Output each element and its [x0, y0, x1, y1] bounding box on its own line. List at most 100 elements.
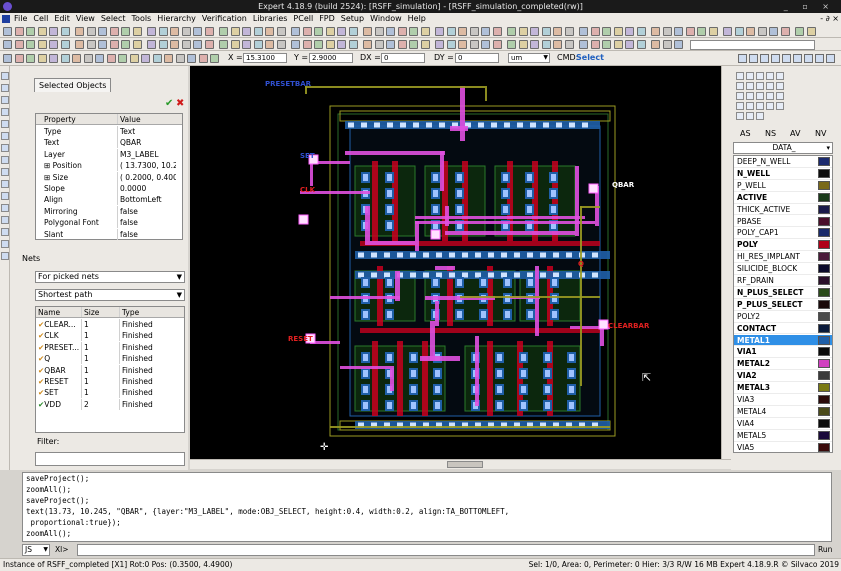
- toolbar-search-combo[interactable]: [690, 40, 815, 50]
- toolbar-tool-icon[interactable]: [302, 40, 312, 49]
- toolbar-tool-icon[interactable]: [386, 27, 395, 36]
- toolbar-tool-icon[interactable]: [348, 27, 358, 36]
- toolbar-tool-icon[interactable]: [98, 27, 107, 36]
- toolbar-tool-icon[interactable]: [314, 40, 323, 49]
- toolbar-tool-icon[interactable]: [806, 27, 816, 36]
- shape-tool-icon[interactable]: [756, 72, 764, 80]
- toolbar-tool-icon[interactable]: [147, 40, 156, 49]
- toolbar-tool-icon[interactable]: [193, 40, 202, 49]
- toolbar-tool-icon[interactable]: [3, 27, 12, 36]
- nets-filter-select[interactable]: For picked nets▼: [35, 271, 185, 283]
- layer-swatch[interactable]: [818, 299, 830, 309]
- toolbar-tool-icon[interactable]: [564, 40, 574, 49]
- toolbar-tool-icon[interactable]: [363, 40, 372, 49]
- toolbar-tool-icon[interactable]: [553, 40, 562, 49]
- panel-tool-icon[interactable]: [815, 54, 824, 63]
- layer-swatch[interactable]: [818, 216, 830, 226]
- layer-item[interactable]: VIA2: [734, 370, 832, 383]
- command-input[interactable]: [77, 544, 815, 556]
- layer-swatch[interactable]: [818, 157, 830, 166]
- toolbar-tool-icon[interactable]: [219, 27, 228, 36]
- side-tool-icon[interactable]: [1, 120, 9, 128]
- layer-swatch[interactable]: [818, 192, 830, 202]
- side-tool-icon[interactable]: [1, 156, 9, 164]
- property-value[interactable]: QBAR: [120, 138, 142, 148]
- toolbar-tool-icon[interactable]: [121, 40, 130, 49]
- menu-hierarchy[interactable]: Hierarchy: [157, 14, 196, 23]
- net-label[interactable]: PRESETBAR: [265, 80, 312, 88]
- canvas-vertical-scrollbar[interactable]: [721, 66, 731, 459]
- toolbar-tool-icon[interactable]: [83, 54, 93, 63]
- panel-tool-icon[interactable]: [793, 54, 802, 63]
- toolbar-tool-icon[interactable]: [337, 27, 346, 36]
- toolbar-tool-icon[interactable]: [746, 27, 755, 36]
- toolbar-tool-icon[interactable]: [458, 27, 467, 36]
- property-value[interactable]: ( 0.2000, 0.400...: [120, 172, 176, 182]
- toolbar-tool-icon[interactable]: [757, 27, 767, 36]
- layer-swatch[interactable]: [818, 395, 830, 404]
- toolbar-tool-icon[interactable]: [397, 27, 407, 36]
- shape-tool-icon[interactable]: [756, 112, 764, 120]
- layer-item[interactable]: POLY_CAP1: [734, 227, 832, 240]
- toolbar-tool-icon[interactable]: [129, 54, 139, 63]
- toolbar-tool-icon[interactable]: [204, 27, 214, 36]
- toolbar-tool-icon[interactable]: [3, 54, 12, 63]
- toolbar-tool-icon[interactable]: [187, 54, 196, 63]
- layer-item[interactable]: VIA5: [734, 442, 832, 452]
- shape-tool-icon[interactable]: [756, 102, 764, 110]
- layer-swatch[interactable]: [818, 418, 830, 428]
- toolbar-tool-icon[interactable]: [49, 54, 58, 63]
- window-controls[interactable]: _ ▫ ×: [783, 2, 835, 11]
- y-field[interactable]: 2.9000: [309, 53, 353, 63]
- toolbar-tool-icon[interactable]: [291, 27, 300, 36]
- shape-tool-icon[interactable]: [746, 112, 754, 120]
- script-console[interactable]: saveProject();zoomAll();saveProject();te…: [22, 472, 832, 542]
- layer-swatch[interactable]: [818, 347, 830, 357]
- toolbar-tool-icon[interactable]: [602, 40, 611, 49]
- panel-tool-icon[interactable]: [826, 54, 835, 63]
- net-label[interactable]: CLK: [300, 186, 316, 194]
- layer-swatch[interactable]: [818, 180, 830, 190]
- layer-swatch[interactable]: [818, 323, 830, 333]
- layer-tab[interactable]: AS: [740, 129, 751, 138]
- toolbar-tool-icon[interactable]: [219, 40, 228, 49]
- toolbar-tool-icon[interactable]: [164, 54, 173, 63]
- side-tool-icon[interactable]: [1, 192, 9, 200]
- layer-item[interactable]: METAL4: [734, 406, 832, 418]
- palette-select[interactable]: DATA_▾: [733, 142, 833, 154]
- toolbar-tool-icon[interactable]: [193, 27, 202, 36]
- layer-swatch[interactable]: [818, 335, 830, 345]
- toolbar-tool-icon[interactable]: [674, 40, 683, 49]
- toolbar-tool-icon[interactable]: [363, 27, 372, 36]
- toolbar-tool-icon[interactable]: [210, 54, 219, 63]
- language-select[interactable]: JS▼: [22, 544, 50, 556]
- toolbar-tool-icon[interactable]: [152, 54, 162, 63]
- toolbar-tool-icon[interactable]: [409, 27, 418, 36]
- toolbar-tool-icon[interactable]: [579, 27, 588, 36]
- property-row[interactable]: ⊞ Position( 13.7300, 10.2...: [36, 160, 182, 172]
- menu-view[interactable]: View: [75, 14, 95, 23]
- net-label[interactable]: SET: [300, 152, 315, 160]
- menu-help[interactable]: Help: [407, 14, 426, 23]
- toolbar-tool-icon[interactable]: [708, 27, 718, 36]
- toolbar-tool-icon[interactable]: [14, 27, 24, 36]
- toolbar-tool-icon[interactable]: [106, 54, 116, 63]
- shape-tool-icon[interactable]: [766, 102, 774, 110]
- toolbar-tool-icon[interactable]: [409, 40, 418, 49]
- canvas-horizontal-scrollbar[interactable]: [190, 459, 731, 469]
- toolbar-tool-icon[interactable]: [314, 27, 323, 36]
- toolbar-tool-icon[interactable]: [253, 40, 263, 49]
- toolbar-tool-icon[interactable]: [109, 27, 119, 36]
- path-mode-select[interactable]: Shortest path▼: [35, 289, 185, 301]
- side-tool-icon[interactable]: [1, 240, 9, 248]
- property-row[interactable]: ⊞ Size( 0.2000, 0.400...: [36, 171, 182, 183]
- toolbar-tool-icon[interactable]: [26, 54, 35, 63]
- property-value[interactable]: false: [120, 218, 138, 228]
- toolbar-tool-icon[interactable]: [14, 40, 24, 49]
- panel-tool-icon[interactable]: [760, 54, 769, 63]
- toolbar-tool-icon[interactable]: [435, 27, 444, 36]
